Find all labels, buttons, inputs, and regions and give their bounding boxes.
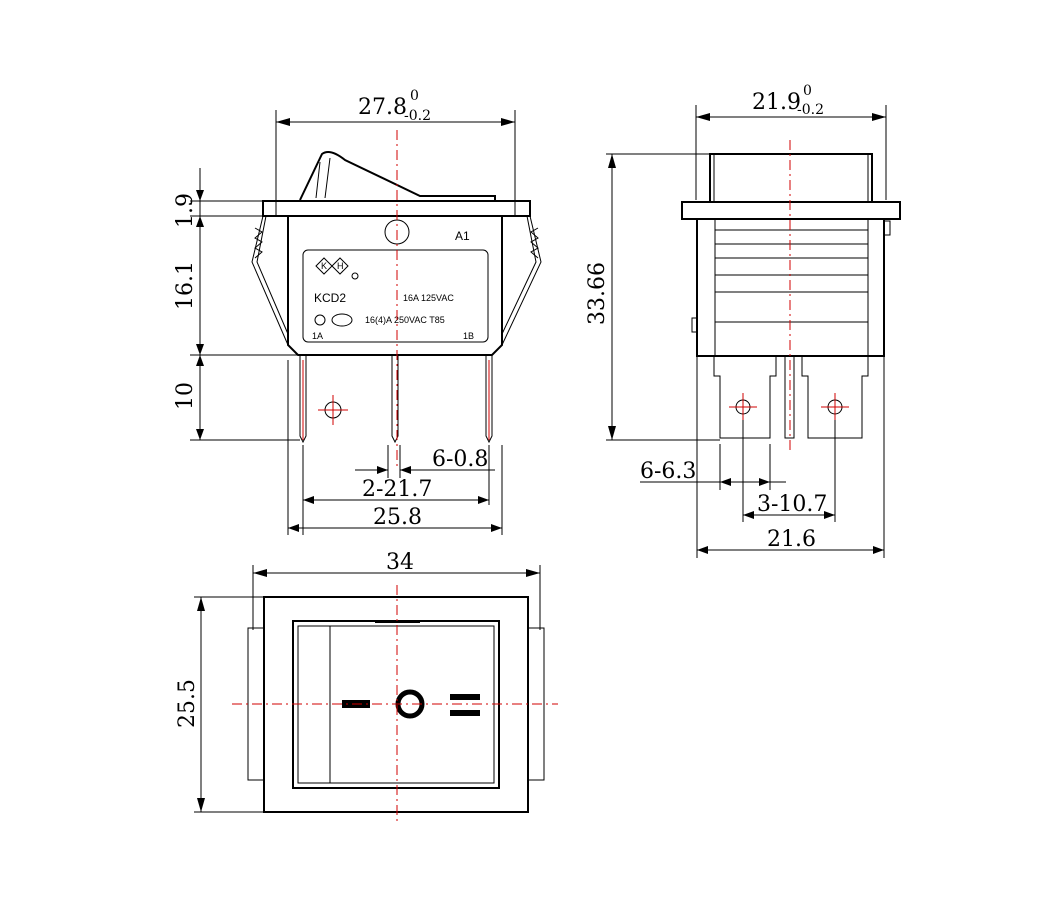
- svg-text:H: H: [337, 261, 344, 271]
- double-bar-icon: [450, 694, 480, 700]
- front-label-rating2: 16(4)A 250VAC T85: [365, 315, 445, 325]
- front-label-a1: A1: [455, 229, 470, 243]
- side-view: 21.9 0 -0.2: [585, 83, 901, 558]
- front-label-rating1: 16A 125VAC: [403, 293, 454, 303]
- front-terminal-thickness-dim: 6-0.8: [432, 447, 488, 472]
- side-width-tol-upper: 0: [803, 83, 812, 99]
- front-width-dim: 27.8: [358, 95, 407, 120]
- top-width-dim: 34: [386, 550, 414, 575]
- side-width-tol-lower: -0.2: [797, 102, 824, 118]
- top-view: 34 25.5: [175, 550, 558, 825]
- side-width-dim: 21.9: [752, 90, 801, 115]
- side-terminal-width-dim: 6-6.3: [640, 459, 696, 484]
- side-bottom-width-dim: 21.6: [767, 527, 816, 552]
- side-height-dim: 33.66: [585, 262, 610, 325]
- front-bottom-width-dim: 25.8: [373, 505, 422, 530]
- svg-text:K: K: [321, 261, 327, 271]
- front-label-model: KCD2: [314, 291, 346, 305]
- side-terminal-pitch-dim: 3-10.7: [757, 492, 827, 517]
- front-body-height-dim: 16.1: [173, 261, 198, 310]
- front-terminal-pitch-dim: 2-21.7: [362, 477, 432, 502]
- front-view: 27.8 0 -0.2 A1 K H KCD2 16A 1: [173, 88, 542, 535]
- front-label-1a: 1A: [312, 331, 323, 341]
- front-width-tol-upper: 0: [410, 88, 419, 104]
- cert-marks: [314, 313, 353, 327]
- top-height-dim: 25.5: [175, 679, 200, 728]
- brand-logo: K H: [315, 257, 359, 280]
- front-terminal-length-dim: 10: [173, 382, 198, 410]
- front-width-tol-lower: -0.2: [404, 108, 431, 124]
- front-label-1b: 1B: [463, 331, 474, 341]
- front-flange-dim: 1.9: [173, 193, 198, 228]
